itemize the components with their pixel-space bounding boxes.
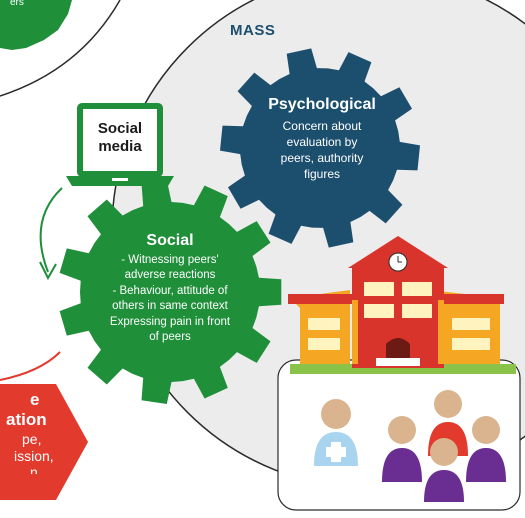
- top-left-green-gear-fragment: [0, 0, 72, 50]
- hexagon-line-3: pe,: [22, 430, 42, 447]
- hexagon-line-5: n: [30, 464, 38, 475]
- top-left-fragment-text: ers: [10, 0, 24, 8]
- psychological-gear-text: Psychological Concern about evaluation b…: [250, 94, 394, 182]
- social-line-3: - Behaviour, attitude of: [112, 284, 228, 297]
- social-media-line2: media: [98, 138, 142, 155]
- social-gear-text: Social - Witnessing peers' adverse react…: [92, 230, 248, 346]
- psychological-gear: [220, 48, 420, 248]
- social-media-label: Social media: [84, 120, 156, 156]
- social-line-6: of peers: [149, 331, 191, 344]
- top-left-circle-fragment: [0, 0, 121, 97]
- laptop-icon: [66, 103, 174, 186]
- social-media-line1: Social: [97, 120, 143, 137]
- hexagon-line-1: e: [30, 390, 40, 409]
- psychological-line-1: Concern about: [282, 118, 362, 133]
- social-line-1: - Witnessing peers': [121, 253, 219, 266]
- social-title: Social: [146, 232, 194, 249]
- hexagon-text: e ation pe, ission, n: [0, 390, 80, 474]
- social-line-4: others in same context: [112, 300, 228, 313]
- red-hexagon: [0, 384, 88, 500]
- mass-label: MASS: [230, 22, 276, 39]
- social-line-5: Expressing pain in front: [109, 315, 231, 328]
- red-arc: [0, 351, 61, 381]
- social-line-2: adverse reactions: [124, 269, 216, 282]
- arrow-social-media-to-social: [39, 187, 63, 281]
- hexagon-line-4: ission,: [14, 447, 54, 464]
- psychological-line-4: figures: [303, 167, 341, 182]
- psychological-line-2: evaluation by: [286, 134, 358, 149]
- psychological-line-3: peers, authority: [280, 150, 364, 165]
- psychological-title: Psychological: [268, 96, 376, 113]
- school-building-icon: [288, 236, 516, 374]
- hexagon-line-2: ation: [6, 410, 47, 430]
- nurse-icon: [314, 399, 358, 466]
- social-gear: [59, 180, 282, 404]
- people-group-icon: [382, 390, 506, 502]
